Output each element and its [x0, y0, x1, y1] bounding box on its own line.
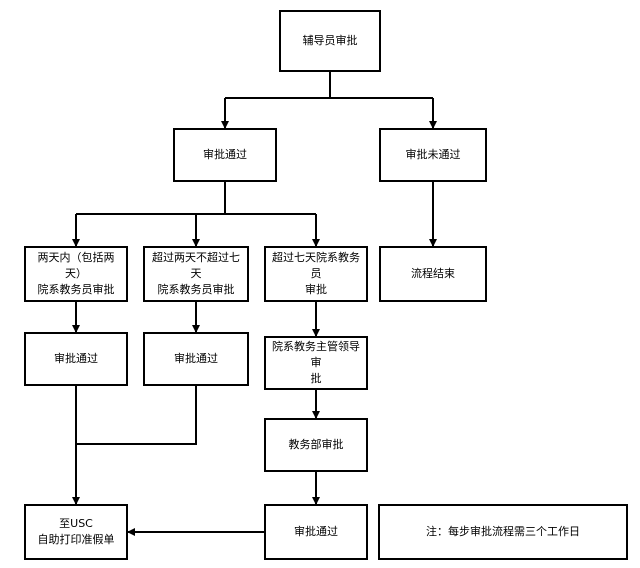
- node-review-not-passed: 审批未通过: [379, 128, 487, 182]
- node-review-not-passed-label: 审批未通过: [405, 148, 461, 161]
- node-over-seven-days: 超过七天院系教务员 审批: [264, 246, 368, 302]
- node-dept-supervisor-review: 院系教务主管领导审 批: [264, 336, 368, 390]
- node-academic-affairs-review: 教务部审批: [264, 418, 368, 472]
- node-passed-final-label: 审批通过: [294, 525, 338, 538]
- node-two-to-seven-days: 超过两天不超过七天 院系教务员审批: [143, 246, 249, 302]
- node-process-end-label: 流程结束: [411, 267, 455, 280]
- node-counselor-review: 辅导员审批: [279, 10, 381, 72]
- node-academic-affairs-review-label: 教务部审批: [288, 438, 344, 451]
- node-within-two-days-label: 两天内（包括两天） 院系教务员审批: [37, 251, 115, 296]
- node-within-two-days: 两天内（包括两天） 院系教务员审批: [24, 246, 128, 302]
- node-review-passed: 审批通过: [173, 128, 277, 182]
- node-print-at-usc: 至USC 自助打印准假单: [24, 504, 128, 560]
- node-passed-final: 审批通过: [264, 504, 368, 560]
- node-over-seven-days-label: 超过七天院系教务员 审批: [272, 251, 360, 296]
- note-text: 注：每步审批流程需三个工作日: [426, 525, 580, 538]
- note-box: 注：每步审批流程需三个工作日: [378, 504, 628, 560]
- node-passed-middle-label: 审批通过: [174, 352, 218, 365]
- node-counselor-review-label: 辅导员审批: [302, 34, 358, 47]
- node-dept-supervisor-review-label: 院系教务主管领导审 批: [272, 340, 360, 385]
- connector-middle-merge: [76, 386, 197, 445]
- node-passed-middle: 审批通过: [143, 332, 249, 386]
- node-process-end: 流程结束: [379, 246, 487, 302]
- node-two-to-seven-days-label: 超过两天不超过七天 院系教务员审批: [152, 251, 240, 296]
- node-passed-left: 审批通过: [24, 332, 128, 386]
- node-passed-left-label: 审批通过: [54, 352, 98, 365]
- node-print-at-usc-label: 至USC 自助打印准假单: [37, 517, 115, 546]
- node-review-passed-label: 审批通过: [203, 148, 247, 161]
